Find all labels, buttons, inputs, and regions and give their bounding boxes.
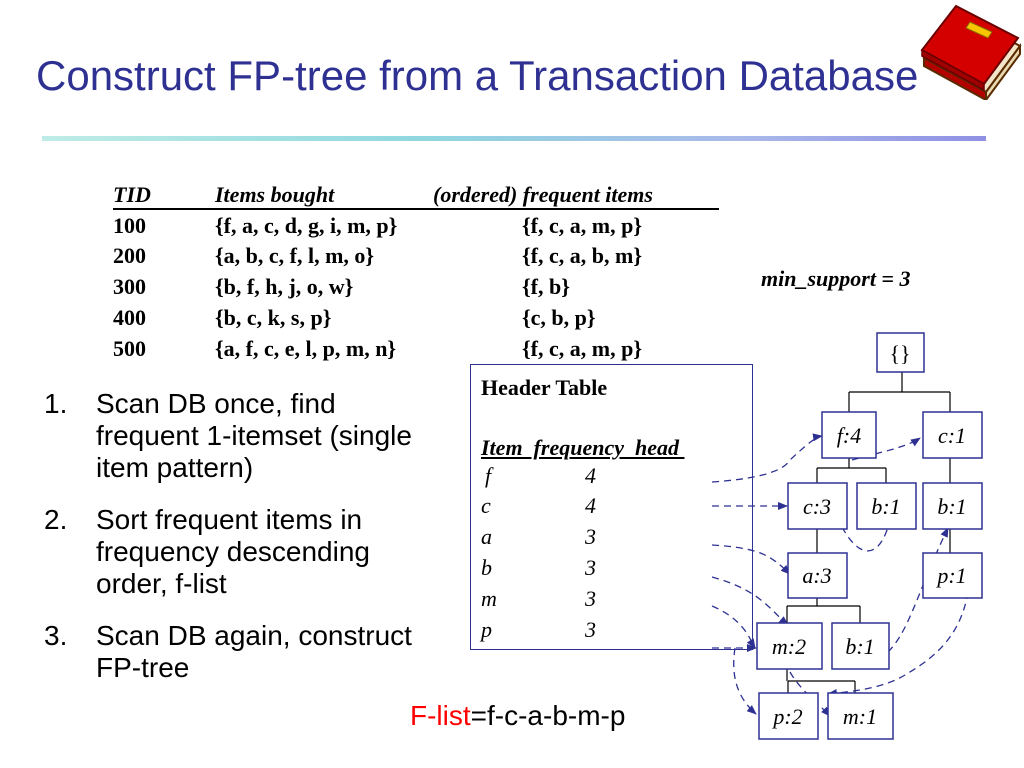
tree-node xyxy=(876,332,925,373)
step-item: 3. Scan DB again, construct FP-tree xyxy=(44,620,444,684)
tree-nodes xyxy=(756,332,983,740)
tree-node-label: m:2 xyxy=(772,634,806,659)
tree-node xyxy=(922,411,983,459)
ordered-header: (ordered) frequent items xyxy=(433,182,653,207)
header-item: b xyxy=(481,555,492,580)
tree-edge xyxy=(816,458,887,483)
step-number: 2. xyxy=(44,504,68,535)
tid-cell: 300 xyxy=(113,274,146,299)
tid-cell: 200 xyxy=(113,243,146,268)
tree-node xyxy=(827,692,894,740)
tree-node xyxy=(787,482,848,530)
tree-node-label: c:1 xyxy=(938,423,966,448)
f-list-label: F-list xyxy=(410,700,471,731)
header-frequency: 3 xyxy=(585,555,596,580)
items-cell: {a, b, c, f, l, m, o} xyxy=(215,243,375,268)
items-cell: {b, f, h, j, o, w} xyxy=(215,274,354,299)
header-item: p xyxy=(481,617,492,642)
items-cell: {b, c, k, s, p} xyxy=(215,305,332,330)
f-list-value: =f-c-a-b-m-p xyxy=(470,700,626,731)
book-icon xyxy=(920,4,1022,100)
node-link-arrow xyxy=(851,437,921,461)
ordered-cell: {f, c, a, b, m} xyxy=(522,243,642,268)
header-item: c xyxy=(481,493,491,518)
ordered-cell: {f, b} xyxy=(522,274,570,299)
title-divider xyxy=(42,136,986,141)
tree-node-label: b:1 xyxy=(871,494,900,519)
tree-edge xyxy=(848,372,951,412)
tree-node-label: m:1 xyxy=(843,704,877,729)
tree-edges xyxy=(786,372,951,693)
step-item: 2. Sort frequent items in frequency desc… xyxy=(44,504,444,600)
step-text: Scan DB once, find frequent 1-itemset (s… xyxy=(96,388,412,483)
step-text: Scan DB again, construct FP-tree xyxy=(96,620,412,683)
header-frequency: 4 xyxy=(585,463,596,488)
tree-edge xyxy=(786,669,856,693)
header-frequency: 3 xyxy=(585,524,596,549)
header-table: Header Table Item frequency head f 4 c 4… xyxy=(470,364,753,650)
step-text: Sort frequent items in frequency descend… xyxy=(96,504,370,599)
tree-edge xyxy=(786,598,861,623)
steps-list: 1. Scan DB once, find frequent 1-itemset… xyxy=(44,388,444,704)
node-link-arrow xyxy=(827,591,969,697)
ordered-cell: {c, b, p} xyxy=(522,305,596,330)
header-item: m xyxy=(481,586,497,611)
tree-node xyxy=(821,411,877,459)
tid-cell: 400 xyxy=(113,305,146,330)
tree-node-label: b:1 xyxy=(937,494,966,519)
f-list: F-list=f-c-a-b-m-p xyxy=(410,700,625,732)
header-table-columns: Item frequency head xyxy=(481,435,685,460)
items-cell: {a, f, c, e, l, p, m, n} xyxy=(215,336,397,361)
header-frequency: 3 xyxy=(585,586,596,611)
tid-header: TID xyxy=(113,182,151,207)
header-item: f xyxy=(485,463,492,488)
tree-node xyxy=(856,482,917,530)
step-number: 1. xyxy=(44,388,68,419)
tree-node xyxy=(758,692,819,740)
head-link-arrow xyxy=(733,647,757,715)
items-cell: {f, a, c, d, g, i, m, p} xyxy=(215,213,398,238)
header-frequency: 4 xyxy=(585,493,596,518)
tid-cell: 100 xyxy=(113,213,146,238)
step-number: 3. xyxy=(44,620,68,651)
ordered-cell: {f, c, a, m, p} xyxy=(522,336,642,361)
tree-root-label: {} xyxy=(889,341,910,366)
tree-node xyxy=(756,622,823,670)
header-item: a xyxy=(481,524,492,549)
tid-cell: 500 xyxy=(113,336,146,361)
header-underline xyxy=(113,208,719,210)
tree-node-label: p:2 xyxy=(771,704,802,729)
slide-title: Construct FP-tree from a Transaction Dat… xyxy=(36,52,919,99)
tree-node xyxy=(922,552,983,599)
tree-node-label: f:4 xyxy=(837,423,861,448)
tree-node-label: a:3 xyxy=(802,563,831,588)
min-support-label: min_support = 3 xyxy=(761,266,911,291)
ordered-cell: {f, c, a, m, p} xyxy=(522,213,642,238)
header-frequency: 3 xyxy=(585,617,596,642)
node-link-arrow xyxy=(789,671,831,717)
header-table-title: Header Table xyxy=(481,375,608,400)
tree-node-label: p:1 xyxy=(935,563,966,588)
step-item: 1. Scan DB once, find frequent 1-itemset… xyxy=(44,388,444,484)
node-link-arrow xyxy=(887,527,949,653)
tree-node-label: b:1 xyxy=(845,634,874,659)
tree-node-label: c:3 xyxy=(803,494,831,519)
tree-node xyxy=(831,622,890,670)
tree-node xyxy=(787,552,848,599)
items-header: Items bought xyxy=(215,182,335,207)
tree-node xyxy=(922,482,983,530)
node-link-arrow xyxy=(841,519,892,552)
